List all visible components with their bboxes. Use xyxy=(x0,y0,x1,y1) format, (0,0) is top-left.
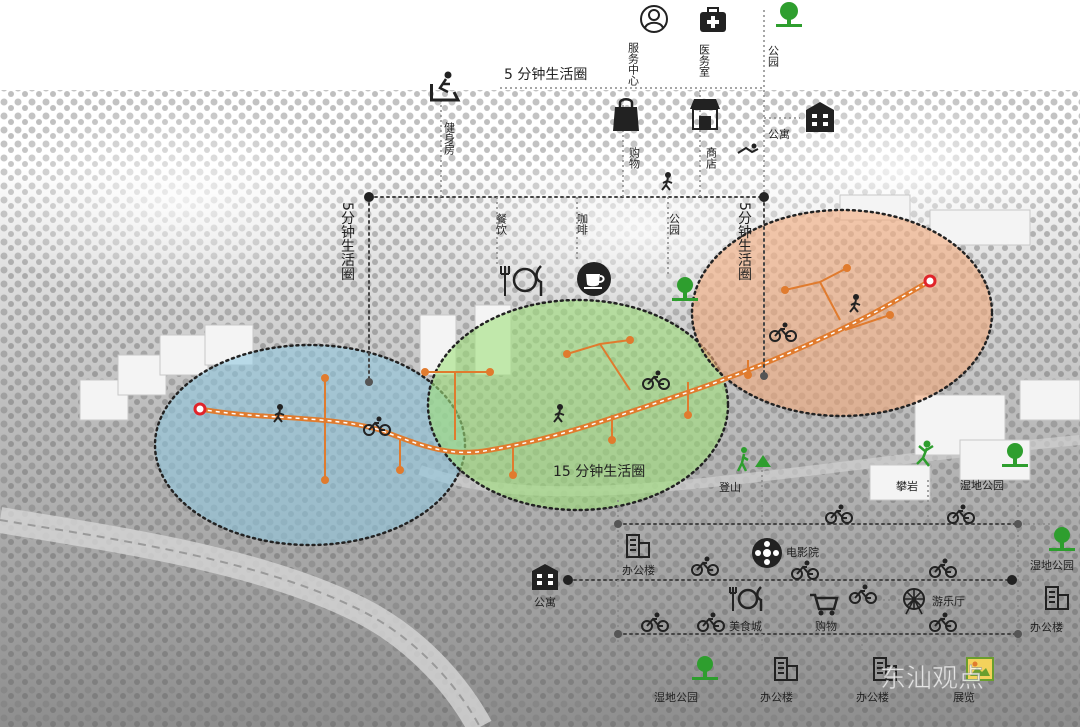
label-office-3: 办公楼 xyxy=(760,690,793,704)
bike-icon xyxy=(642,370,670,390)
bike-icon xyxy=(363,416,391,436)
bike-icon xyxy=(769,322,797,342)
label-office-4: 办公楼 xyxy=(856,690,889,704)
medical-icon xyxy=(700,7,726,32)
top-network-lines xyxy=(364,10,800,386)
label-gym: 健身房 xyxy=(443,122,456,156)
bottom-network-lines xyxy=(563,470,1050,650)
bike-icon xyxy=(929,612,957,632)
mountain-hiking-icon xyxy=(736,447,771,472)
bike-icon xyxy=(825,504,853,524)
dining-icon xyxy=(500,265,543,296)
apartment-icon xyxy=(532,564,558,590)
cinema-icon xyxy=(752,538,782,568)
label-apartment-top: 公寓 xyxy=(768,127,790,141)
walk-icon xyxy=(661,172,673,191)
park-icon xyxy=(1002,443,1028,467)
walk-icon xyxy=(553,404,565,423)
label-medical: 医务室 xyxy=(698,44,711,77)
label-coffee: 咖啡 xyxy=(576,212,589,235)
label-rock-climbing: 攀岩 xyxy=(896,479,918,493)
ferris-wheel-icon xyxy=(903,588,925,615)
exhibition-icon xyxy=(966,657,994,681)
label-wetland-park-3: 湿地公园 xyxy=(654,691,698,704)
park-icon xyxy=(692,656,718,680)
zones xyxy=(153,208,994,547)
bike-icon xyxy=(849,584,877,604)
bike-icon xyxy=(697,612,725,632)
label-shop: 商店 xyxy=(705,146,718,169)
label-park-top: 公园 xyxy=(767,45,780,68)
zone-green-15min xyxy=(426,298,730,512)
park-icon xyxy=(1049,527,1075,551)
fifteen-min-circle-label: 15 分钟生活圈 xyxy=(553,463,645,480)
label-service-center: 服务中心 xyxy=(627,42,640,86)
five-min-circle-left-label: 5分钟生活圈 xyxy=(339,202,355,282)
label-exhibition: 展览 xyxy=(953,690,975,704)
bike-icon xyxy=(691,556,719,576)
park-icon xyxy=(672,277,698,301)
walking-route xyxy=(193,264,937,484)
apartment-icon xyxy=(806,102,834,132)
label-shopping-top: 购物 xyxy=(628,146,641,169)
label-apartment-bottom: 公寓 xyxy=(534,595,556,609)
office-icon xyxy=(873,657,897,681)
label-park-mid: 公园 xyxy=(668,213,681,236)
bike-icon xyxy=(641,612,669,632)
bike-icon xyxy=(929,558,957,578)
route-end-marker xyxy=(923,274,937,288)
label-shopping-bottom: 购物 xyxy=(815,619,837,633)
watermark: 东汕观点 xyxy=(880,664,984,694)
dining-icon xyxy=(729,586,763,611)
walk-icon xyxy=(849,294,861,313)
label-amusement: 游乐厅 xyxy=(932,595,965,608)
walk-icon xyxy=(273,404,285,423)
label-office-1: 办公楼 xyxy=(622,563,655,577)
label-dining: 餐饮 xyxy=(495,212,508,236)
label-office-2: 办公楼 xyxy=(1030,620,1063,634)
shop-icon xyxy=(690,99,720,130)
label-food-city: 美食城 xyxy=(729,619,762,633)
label-climbing: 登山 xyxy=(719,480,741,494)
route-start-marker xyxy=(193,402,207,416)
coffee-icon xyxy=(577,262,611,296)
rock-climbing-icon xyxy=(916,440,934,467)
label-cinema: 电影院 xyxy=(786,545,819,559)
office-icon xyxy=(626,534,650,558)
park-icon xyxy=(776,2,802,27)
office-icon xyxy=(774,657,798,681)
shopping-cart-icon xyxy=(810,593,839,616)
label-wetland-park-1: 湿地公园 xyxy=(960,479,1004,492)
gym-icon xyxy=(430,71,461,102)
five-min-circle-top-label: 5 分钟生活圈 xyxy=(504,66,587,83)
service-center-icon xyxy=(640,5,668,33)
label-wetland-park-2: 湿地公园 xyxy=(1030,559,1074,572)
bike-icon xyxy=(791,560,819,580)
swim-icon xyxy=(737,143,759,154)
five-min-circle-right-label: 5分钟生活圈 xyxy=(736,202,752,282)
bike-icon xyxy=(947,504,975,524)
office-icon xyxy=(1045,586,1069,610)
shopping-bag-icon xyxy=(613,98,639,131)
